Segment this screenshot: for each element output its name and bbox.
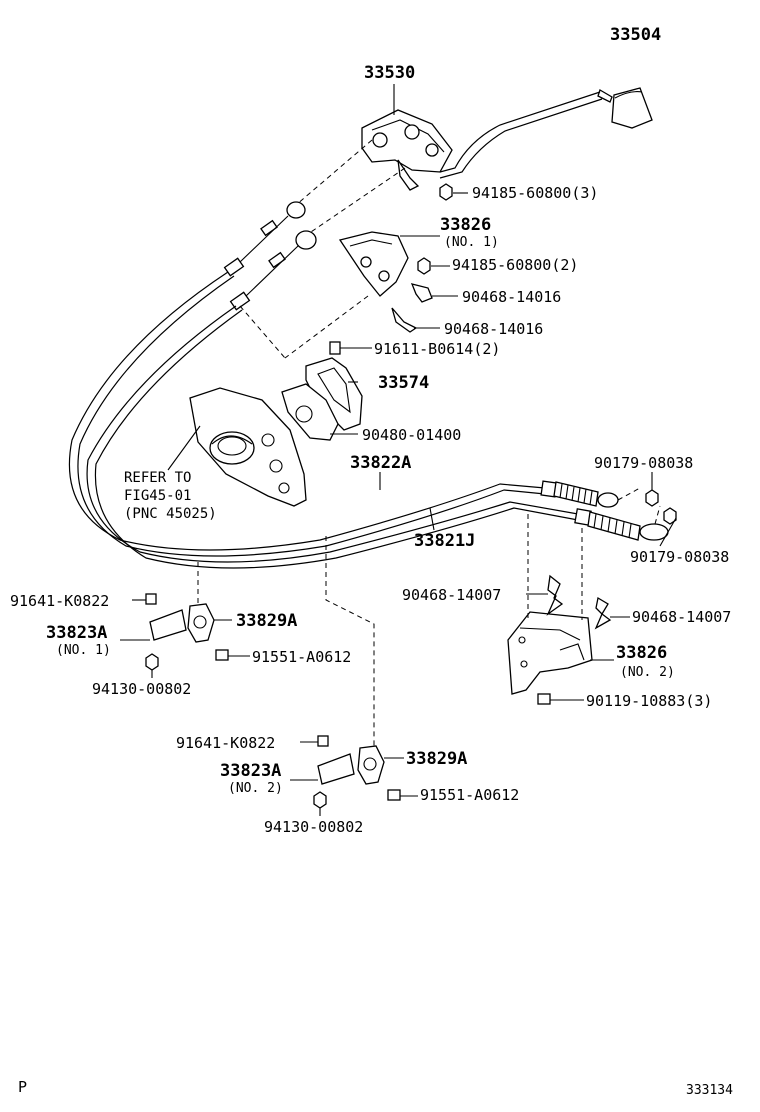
label-33823A-b: 33823A [220, 761, 281, 781]
label-90119: 90119-10883(3) [586, 692, 712, 710]
clamp-set-no1-drawing [120, 593, 250, 678]
label-90468-14007-b: 90468-14007 [632, 608, 731, 626]
label-33826-no1: 33826 [440, 215, 491, 235]
bracket-33826-no2-drawing [507, 514, 630, 705]
gasket-90480-drawing [281, 383, 358, 441]
cable-end-fittings-drawing [540, 480, 677, 541]
label-94130-b: 94130-00802 [264, 818, 363, 836]
label-91551-a: 91551-A0612 [252, 648, 351, 666]
label-33826-no1-sub: (NO. 1) [444, 235, 499, 250]
bolt-91611-drawing [329, 341, 372, 355]
shift-knob-33504-drawing [439, 87, 653, 179]
figure-number: 333134 [686, 1083, 733, 1098]
label-33823A-b-sub: (NO. 2) [228, 781, 283, 796]
label-90468-14007-a: 90468-14007 [402, 586, 501, 604]
label-33822A: 33822A [350, 453, 411, 473]
label-33823A-a: 33823A [46, 623, 107, 643]
label-94185-a: 94185-60800(3) [472, 184, 598, 202]
label-90468-14016-b: 90468-14016 [444, 320, 543, 338]
label-90468-14016-a: 90468-14016 [462, 288, 561, 306]
label-94185-b: 94185-60800(2) [452, 256, 578, 274]
corner-letter: P [18, 1078, 27, 1096]
label-91641-b: 91641-K0822 [176, 734, 275, 752]
label-33826-no2-sub: (NO. 2) [620, 665, 675, 680]
plate-33574-drawing [305, 357, 363, 431]
label-33829A-a: 33829A [236, 611, 297, 631]
label-refer-line1: REFER TO [124, 470, 191, 486]
label-refer-line3: (PNC 45025) [124, 506, 217, 522]
label-91551-b: 91551-A0612 [420, 786, 519, 804]
base-plate-drawing [167, 387, 307, 507]
label-33530: 33530 [364, 63, 415, 83]
label-90480: 90480-01400 [362, 426, 461, 444]
transmission-cables-drawing [68, 271, 579, 569]
label-33504: 33504 [610, 25, 661, 45]
label-33826-no2: 33826 [616, 643, 667, 663]
nut-94185-a-drawing [439, 183, 468, 201]
label-90179-b: 90179-08038 [630, 548, 729, 566]
label-91611: 91611-B0614(2) [374, 340, 500, 358]
label-91641-a: 91641-K0822 [10, 592, 109, 610]
bracket-33826-no1-drawing [239, 231, 458, 359]
cable-ends-drawing [223, 201, 317, 311]
label-33821J: 33821J [414, 531, 475, 551]
label-33823A-a-sub: (NO. 1) [56, 643, 111, 658]
label-90179-a: 90179-08038 [594, 454, 693, 472]
label-refer-line2: FIG45-01 [124, 488, 191, 504]
label-33829A-b: 33829A [406, 749, 467, 769]
shift-lever-housing-33530-drawing [361, 84, 453, 191]
label-33574: 33574 [378, 373, 429, 393]
label-94130-a: 94130-00802 [92, 680, 191, 698]
clamp-set-no2-drawing [290, 735, 418, 816]
